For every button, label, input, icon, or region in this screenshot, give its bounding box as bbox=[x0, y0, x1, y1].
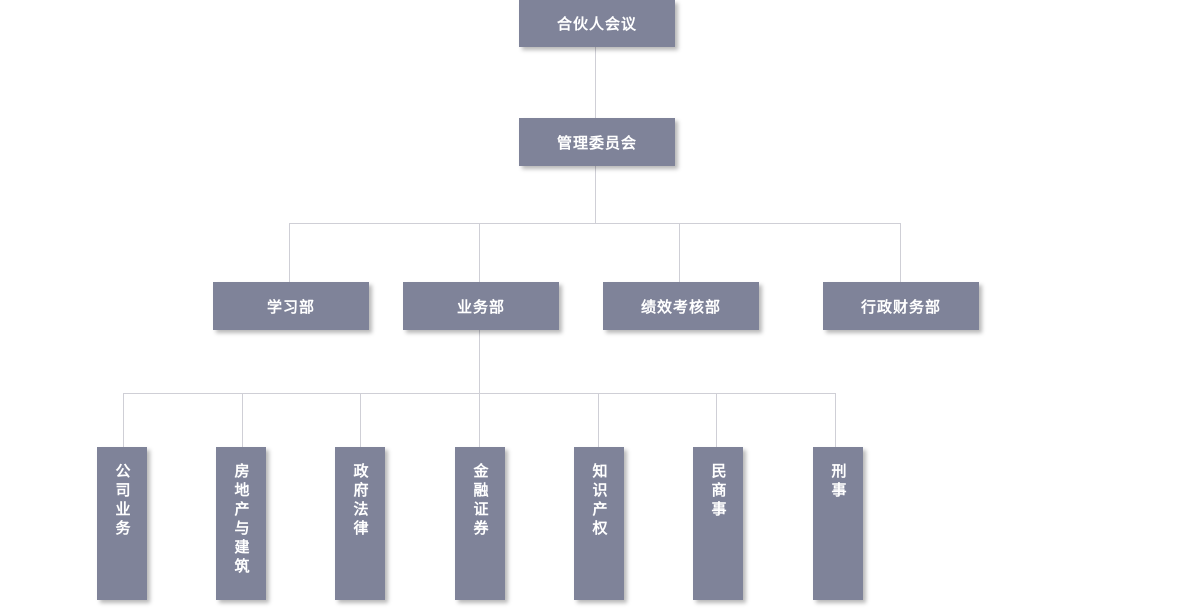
node-label: 民商事 bbox=[709, 463, 728, 520]
connector-dept-1 bbox=[289, 223, 290, 282]
node-label: 公司业务 bbox=[113, 463, 132, 539]
connector-unit-5 bbox=[598, 393, 599, 447]
node-department-admin-finance: 行政财务部 bbox=[823, 282, 979, 330]
connector-unit-2 bbox=[242, 393, 243, 447]
connector-unit-3 bbox=[360, 393, 361, 447]
connector-business-down bbox=[479, 330, 480, 393]
node-unit-criminal: 刑事 bbox=[813, 447, 863, 600]
node-unit-civil-commercial: 民商事 bbox=[693, 447, 743, 600]
node-label: 房地产与建筑 bbox=[232, 463, 251, 577]
connector-unit-7 bbox=[835, 393, 836, 447]
node-label: 合伙人会议 bbox=[556, 15, 637, 33]
node-department-business: 业务部 bbox=[403, 282, 559, 330]
connector-departments-bus bbox=[289, 223, 901, 224]
connector-unit-4 bbox=[479, 393, 480, 447]
node-label: 金融证券 bbox=[471, 463, 490, 539]
node-label: 绩效考核部 bbox=[640, 297, 721, 316]
connector-dept-3 bbox=[679, 223, 680, 282]
node-label: 管理委员会 bbox=[556, 133, 637, 152]
node-label: 学习部 bbox=[266, 297, 315, 316]
node-label: 行政财务部 bbox=[860, 297, 941, 316]
node-label: 业务部 bbox=[456, 297, 505, 316]
node-label: 知识产权 bbox=[590, 463, 609, 539]
node-partners-meeting: 合伙人会议 bbox=[519, 0, 675, 47]
connector-dept-2 bbox=[479, 223, 480, 282]
connector-management-down bbox=[595, 166, 596, 223]
node-department-study: 学习部 bbox=[213, 282, 369, 330]
node-department-performance: 绩效考核部 bbox=[603, 282, 759, 330]
connector-root-management bbox=[595, 47, 596, 118]
node-unit-finance-securities: 金融证券 bbox=[455, 447, 505, 600]
node-management-committee: 管理委员会 bbox=[519, 118, 675, 166]
node-label: 政府法律 bbox=[351, 463, 370, 539]
node-unit-government-law: 政府法律 bbox=[335, 447, 385, 600]
node-unit-ip: 知识产权 bbox=[574, 447, 624, 600]
node-unit-corporate: 公司业务 bbox=[97, 447, 147, 600]
connector-unit-1 bbox=[123, 393, 124, 447]
node-label: 刑事 bbox=[829, 463, 848, 501]
connector-unit-6 bbox=[716, 393, 717, 447]
node-unit-real-estate: 房地产与建筑 bbox=[216, 447, 266, 600]
connector-dept-4 bbox=[900, 223, 901, 282]
